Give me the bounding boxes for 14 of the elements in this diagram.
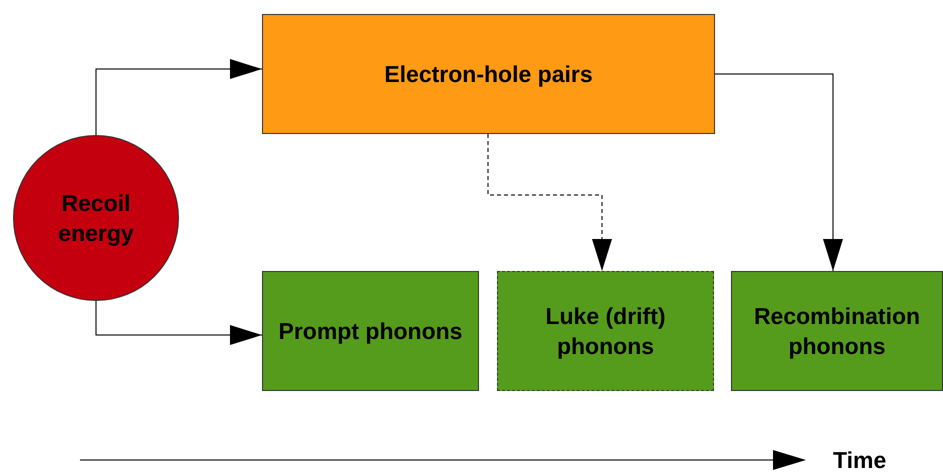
node-label: Electron-hole pairs [384, 60, 593, 89]
process-box [731, 271, 943, 391]
arrow [96, 300, 262, 345]
node-label: Luke (drift) phonons [544, 302, 667, 361]
arrow [488, 134, 612, 272]
process-box [262, 271, 479, 391]
node-label: Prompt phonons [278, 317, 462, 346]
node-label: Recombination phonons [752, 302, 922, 361]
axis-label: Time [833, 447, 886, 472]
process-box [497, 271, 714, 391]
arrow [96, 59, 262, 136]
node-label: Recoil energy [57, 189, 135, 248]
process-box [262, 14, 715, 134]
arrow [714, 74, 843, 272]
